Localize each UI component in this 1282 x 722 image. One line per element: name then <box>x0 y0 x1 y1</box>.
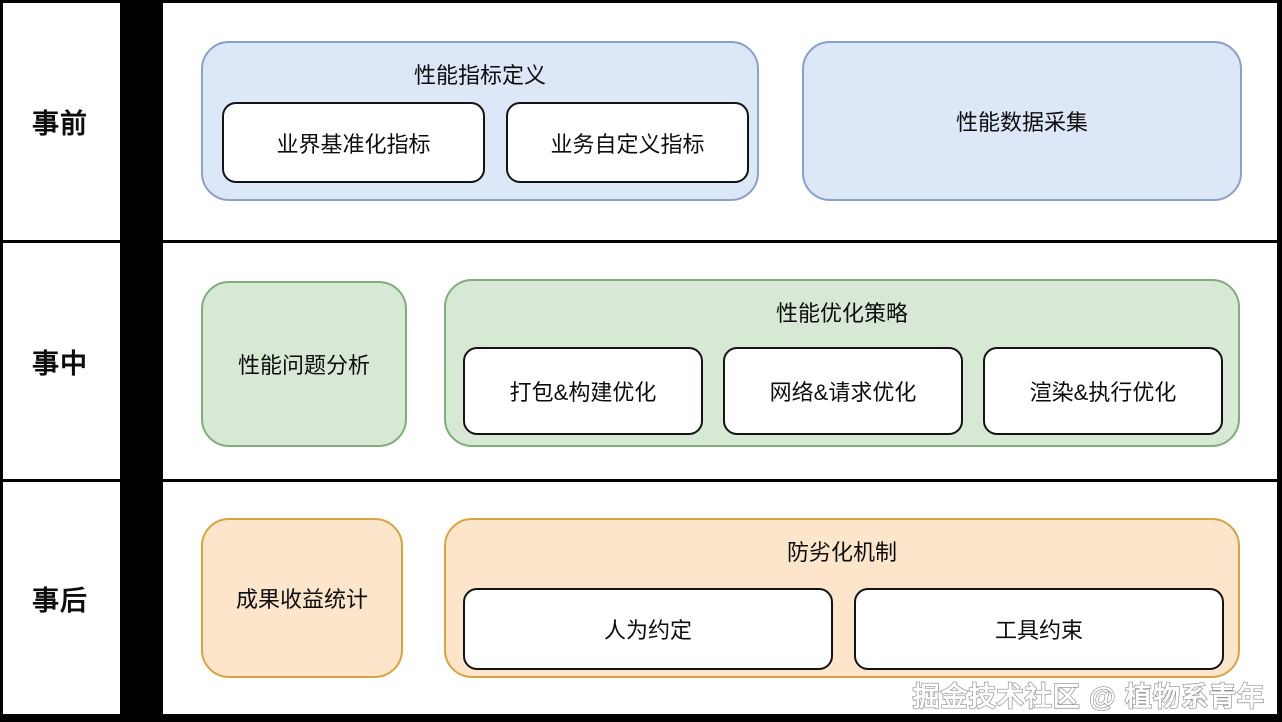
group-title-anti-degradation: 防劣化机制 <box>786 540 897 565</box>
node-render-execution-optimization: 渲染&执行优化 <box>983 347 1223 435</box>
vertical-divider-bar <box>120 3 163 714</box>
group-title-optimization-strategy: 性能优化策略 <box>775 301 908 326</box>
phase-label-before: 事前 <box>32 109 88 139</box>
node-network-request-optimization: 网络&请求优化 <box>723 347 963 435</box>
node-performance-data-collection: 性能数据采集 <box>802 41 1242 201</box>
node-label: 性能数据采集 <box>955 110 1088 135</box>
node-result-benefit-statistics: 成果收益统计 <box>201 518 403 678</box>
group-title-metric-definition: 性能指标定义 <box>413 63 546 88</box>
row-divider-2 <box>3 479 1277 482</box>
node-label: 性能问题分析 <box>237 353 370 378</box>
node-label: 成果收益统计 <box>235 587 368 612</box>
node-industry-benchmark-metrics: 业界基准化指标 <box>222 102 485 183</box>
node-custom-business-metrics: 业务自定义指标 <box>506 102 749 183</box>
phase-label-after: 事后 <box>32 585 88 616</box>
row-divider-1 <box>3 240 1277 243</box>
group-box-optimization-strategy: 性能优化策略 打包&构建优化 网络&请求优化 渲染&执行优化 <box>444 279 1240 447</box>
group-box-anti-degradation: 防劣化机制 人为约定 工具约束 <box>444 518 1240 678</box>
node-performance-problem-analysis: 性能问题分析 <box>201 281 407 447</box>
node-tool-constraint: 工具约束 <box>854 588 1224 670</box>
group-box-metric-definition: 性能指标定义 业界基准化指标 业务自定义指标 <box>201 41 759 201</box>
watermark-text: 掘金技术社区 @ 植物系青年 <box>912 681 1265 712</box>
node-manual-convention: 人为约定 <box>463 588 833 670</box>
node-bundle-build-optimization: 打包&构建优化 <box>463 347 703 435</box>
phase-label-during: 事中 <box>32 348 88 379</box>
